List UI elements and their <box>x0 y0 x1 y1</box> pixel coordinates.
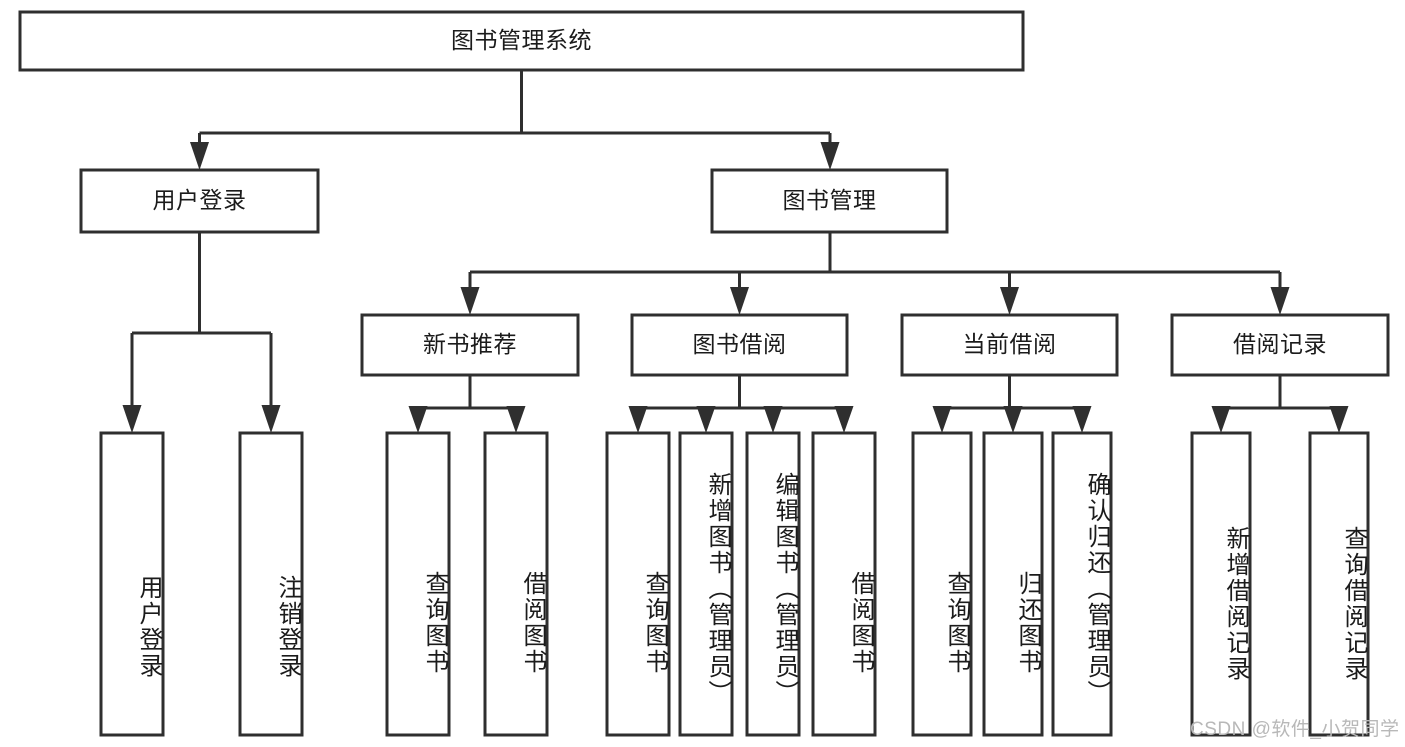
node-root[interactable] <box>18 10 1025 72</box>
arrow-head-borrow-leaf1 <box>628 406 648 433</box>
node-user-login[interactable] <box>79 168 320 234</box>
arrow-head-user-login <box>190 142 209 170</box>
arrow-head-records-leaf1 <box>1211 406 1231 433</box>
arrow-head-leaf-user-login <box>122 405 142 433</box>
leaf-box-borrow-book-new[interactable] <box>483 431 549 737</box>
arrow-head-current-borrow <box>1000 287 1019 315</box>
leaf-box-query-borrow-record[interactable] <box>1308 431 1370 737</box>
leaf-box-query-book-borrow[interactable] <box>605 431 671 737</box>
node-new-book-recommend[interactable] <box>360 313 580 377</box>
leaf-box-add-borrow-record[interactable] <box>1190 431 1252 737</box>
node-current-borrow[interactable] <box>900 313 1119 377</box>
leaf-box-query-book-new[interactable] <box>385 431 451 737</box>
arrow-head-current-leaf1 <box>932 406 952 433</box>
edges-layer <box>122 70 1349 433</box>
arrow-head-borrow-leaf3 <box>763 406 783 433</box>
arrow-head-current-leaf3 <box>1072 406 1092 433</box>
arrow-head-borrow-leaf2 <box>696 406 716 433</box>
arrow-head-current-leaf2 <box>1003 406 1023 433</box>
arrow-head-records <box>1270 287 1290 315</box>
leaf-box-add-book-admin[interactable] <box>678 431 734 737</box>
leaf-box-edit-book-admin[interactable] <box>745 431 801 737</box>
node-book-management[interactable] <box>710 168 949 234</box>
leaf-box-query-book-current[interactable] <box>911 431 973 737</box>
arrow-head-book-mgmt <box>820 142 840 170</box>
node-borrow-records[interactable] <box>1170 313 1390 377</box>
arrow-head-new-book <box>460 287 480 315</box>
arrow-head-borrow <box>730 287 749 315</box>
arrow-head-newbook-leaf1 <box>408 406 428 433</box>
leaf-box-logout[interactable] <box>238 431 304 737</box>
node-book-borrow[interactable] <box>630 313 849 377</box>
leaf-box-borrow-book[interactable] <box>811 431 877 737</box>
leaf-box-user-login[interactable] <box>99 431 165 737</box>
leaf-box-confirm-return-admin[interactable] <box>1051 431 1113 737</box>
arrow-head-borrow-leaf4 <box>834 406 854 433</box>
nodes-layer <box>18 10 1390 737</box>
csdn-watermark: CSDN @软件_小贺同学 <box>1190 719 1400 740</box>
arrow-head-leaf-logout <box>261 405 281 433</box>
arrow-head-newbook-leaf2 <box>506 406 526 433</box>
arrow-head-records-leaf2 <box>1329 406 1349 433</box>
leaf-box-return-book[interactable] <box>982 431 1044 737</box>
